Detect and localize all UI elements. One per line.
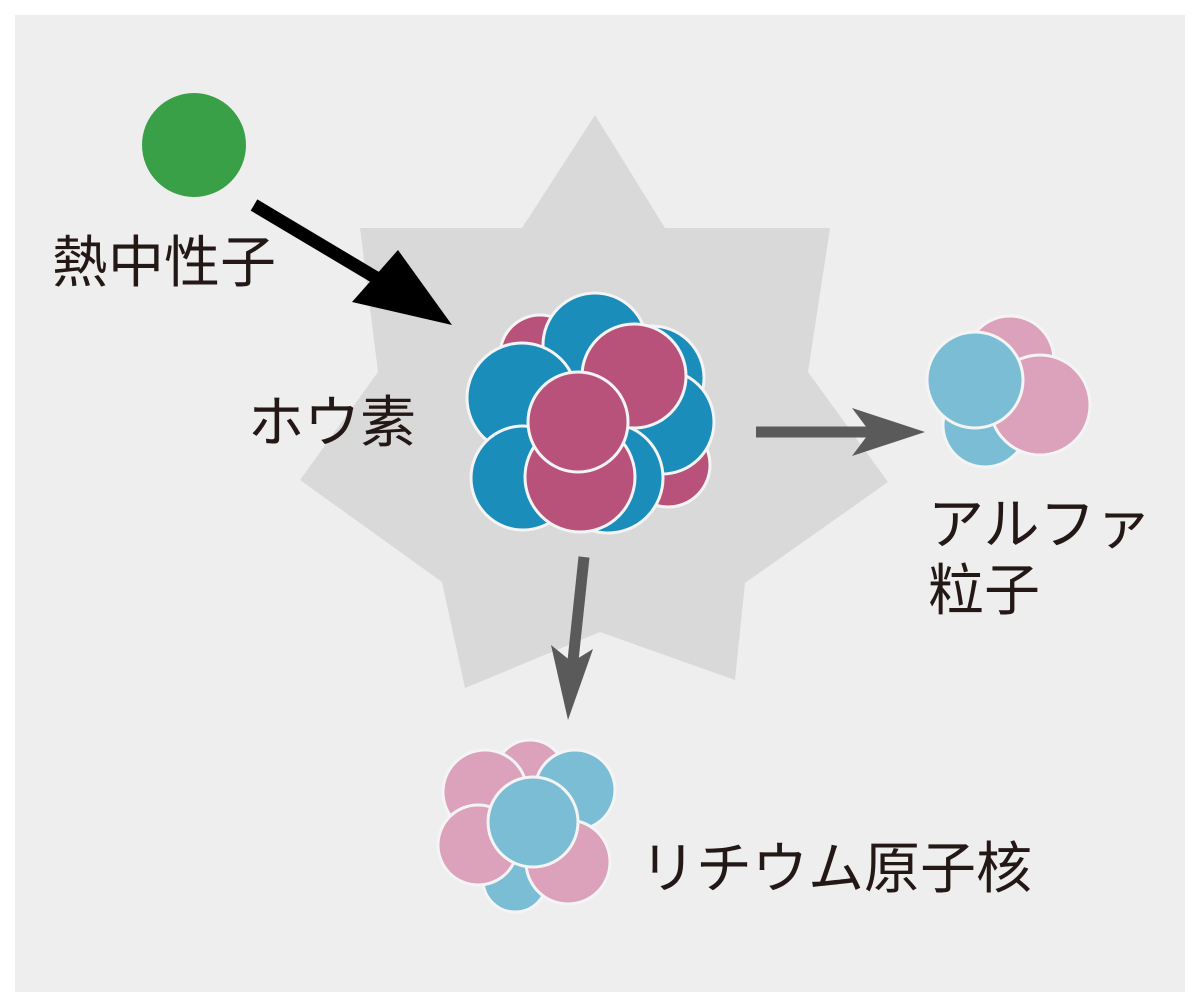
lithium-nucleus-icon bbox=[436, 738, 617, 914]
alpha-particle-label-line1: アルファ bbox=[928, 493, 1152, 558]
lithium-emission-arrow bbox=[551, 556, 593, 720]
alpha-emission-arrow bbox=[756, 408, 925, 456]
alpha-particle-icon bbox=[925, 314, 1092, 469]
thermal-neutron-icon bbox=[142, 93, 246, 197]
boron-label: ホウ素 bbox=[248, 391, 416, 456]
incoming-neutron-arrow bbox=[250, 199, 452, 325]
lithium-nucleus-label: リチウム原子核 bbox=[640, 837, 1032, 902]
boron-nucleus-icon bbox=[465, 291, 716, 535]
alpha-particle-label-line2: 粒子 bbox=[928, 559, 1040, 624]
thermal-neutron-label: 熱中性子 bbox=[52, 231, 276, 296]
